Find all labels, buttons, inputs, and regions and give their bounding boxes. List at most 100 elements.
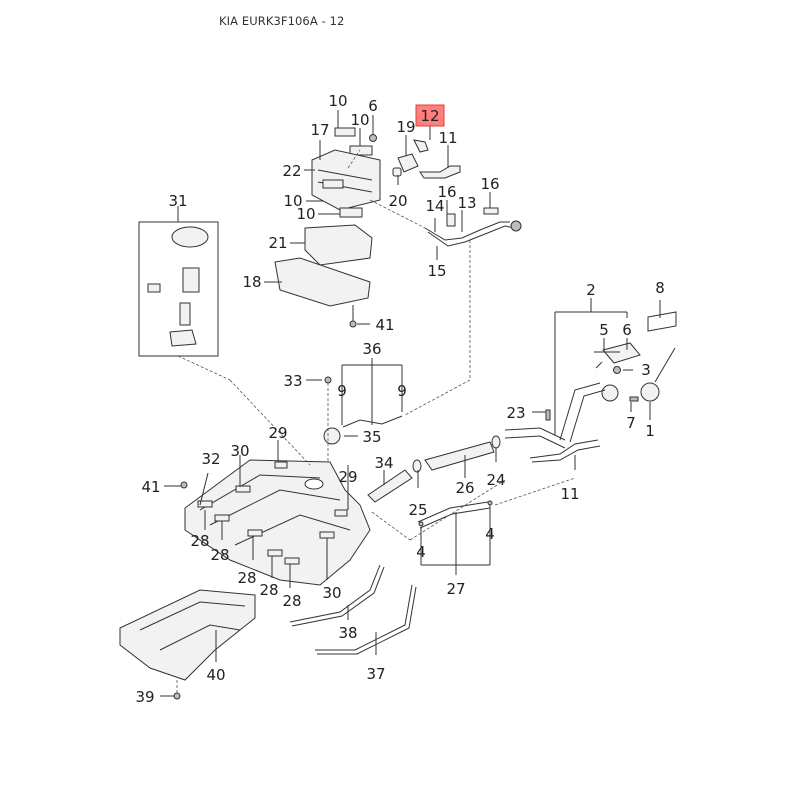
callout-part-4[interactable]: 4: [485, 525, 495, 543]
callout-part-32[interactable]: 32: [201, 450, 220, 468]
leader-lines: [160, 110, 661, 697]
clip-20: [392, 167, 402, 177]
callout-part-38[interactable]: 38: [338, 624, 357, 642]
bolt-41-top: [349, 320, 357, 328]
callout-part-31[interactable]: 31: [168, 192, 187, 210]
pad-30b: [319, 531, 335, 539]
callout-part-36[interactable]: 36: [362, 340, 381, 358]
pad-30a: [235, 485, 251, 493]
callout-part-7[interactable]: 7: [626, 414, 636, 432]
callout-part-28[interactable]: 28: [190, 532, 209, 550]
label-8: [647, 311, 677, 332]
callout-part-26[interactable]: 26: [455, 479, 474, 497]
bracket-16a: [446, 213, 456, 227]
callout-part-34[interactable]: 34: [374, 454, 393, 472]
sender-float: [147, 283, 161, 293]
pipe-34: [367, 469, 413, 503]
filler-hoses: [367, 435, 501, 529]
callout-part-17[interactable]: 17: [310, 121, 329, 139]
callout-part-23[interactable]: 23: [506, 404, 525, 422]
clamp-24: [491, 435, 501, 449]
callout-part-40[interactable]: 40: [206, 666, 225, 684]
callout-part-41[interactable]: 41: [141, 478, 160, 496]
cover-21: [304, 224, 373, 266]
callout-part-2[interactable]: 2: [586, 281, 596, 299]
callout-part-28[interactable]: 28: [259, 581, 278, 599]
valve-35: [323, 427, 341, 445]
screw-7: [629, 396, 639, 402]
clamp-25: [412, 459, 422, 473]
callout-part-15[interactable]: 15: [427, 262, 446, 280]
callout-part-28[interactable]: 28: [210, 546, 229, 564]
canister-assembly: [311, 127, 461, 218]
fuel-filler-assembly: [504, 311, 677, 463]
hose-11-top: [419, 165, 461, 179]
callout-part-10[interactable]: 10: [296, 205, 315, 223]
callout-part-39[interactable]: 39: [135, 688, 154, 706]
callout-part-13[interactable]: 13: [457, 194, 476, 212]
callout-part-11[interactable]: 11: [560, 485, 579, 503]
callout-part-18[interactable]: 18: [242, 273, 261, 291]
highlight-part-12: [415, 104, 445, 127]
callout-part-35[interactable]: 35: [362, 428, 381, 446]
callout-part-41[interactable]: 41: [375, 316, 394, 334]
callout-part-19[interactable]: 19: [396, 118, 415, 136]
fuel-cap-1: [640, 382, 660, 402]
pad-10a: [334, 127, 356, 137]
callout-part-16[interactable]: 16: [437, 183, 456, 201]
pump-body: [182, 267, 200, 293]
bolt-41-left: [180, 481, 188, 489]
pad-10b: [349, 145, 373, 156]
pad-29b: [334, 509, 348, 517]
bracket-16b: [483, 207, 499, 215]
callout-part-6[interactable]: 6: [368, 97, 378, 115]
callout-part-1[interactable]: 1: [645, 422, 655, 440]
callout-part-8[interactable]: 8: [655, 279, 665, 297]
callout-part-28[interactable]: 28: [237, 569, 256, 587]
callout-part-11[interactable]: 11: [438, 129, 457, 147]
callout-part-14[interactable]: 14: [425, 197, 444, 215]
callout-part-6[interactable]: 6: [622, 321, 632, 339]
nut-3: [613, 366, 621, 374]
canister-22: [311, 149, 381, 211]
callout-part-10[interactable]: 10: [350, 111, 369, 129]
callout-part-16[interactable]: 16: [480, 175, 499, 193]
callout-part-3[interactable]: 3: [641, 361, 651, 379]
callout-part-10[interactable]: 10: [283, 192, 302, 210]
callout-part-25[interactable]: 25: [408, 501, 427, 519]
callout-part-4[interactable]: 4: [416, 543, 426, 561]
connector-lines: [177, 149, 576, 541]
pad-29a: [274, 461, 288, 469]
pump-flange: [171, 226, 209, 248]
vent-hose-36: [323, 376, 403, 490]
callout-part-27[interactable]: 27: [446, 580, 465, 598]
filler-neck-mouth: [601, 384, 619, 402]
callout-part-21[interactable]: 21: [268, 234, 287, 252]
callout-part-12[interactable]: 12: [420, 107, 439, 125]
callout-part-37[interactable]: 37: [366, 665, 385, 683]
tank-guard: [119, 589, 256, 700]
callout-part-5[interactable]: 5: [599, 321, 609, 339]
valve-19: [397, 153, 419, 173]
callout-part-28[interactable]: 28: [282, 592, 301, 610]
callout-part-30[interactable]: 30: [230, 442, 249, 460]
tank-straps: [289, 564, 417, 655]
hose-11-bottom: [529, 439, 601, 463]
bolt-33: [324, 376, 332, 384]
callout-part-29[interactable]: 29: [338, 468, 357, 486]
strap-38: [289, 564, 385, 627]
callout-part-20[interactable]: 20: [388, 192, 407, 210]
callout-part-24[interactable]: 24: [486, 471, 505, 489]
connector: [510, 220, 522, 232]
callout-part-33[interactable]: 33: [283, 372, 302, 390]
callout-part-22[interactable]: 22: [282, 162, 301, 180]
callout-part-30[interactable]: 30: [322, 584, 341, 602]
callout-part-9[interactable]: 9: [337, 382, 347, 400]
bolt-23: [545, 409, 551, 421]
bracket-18: [274, 257, 371, 307]
callout-part-10[interactable]: 10: [328, 92, 347, 110]
hose-27: [417, 501, 491, 529]
callout-part-29[interactable]: 29: [268, 424, 287, 442]
callout-part-9[interactable]: 9: [397, 382, 407, 400]
